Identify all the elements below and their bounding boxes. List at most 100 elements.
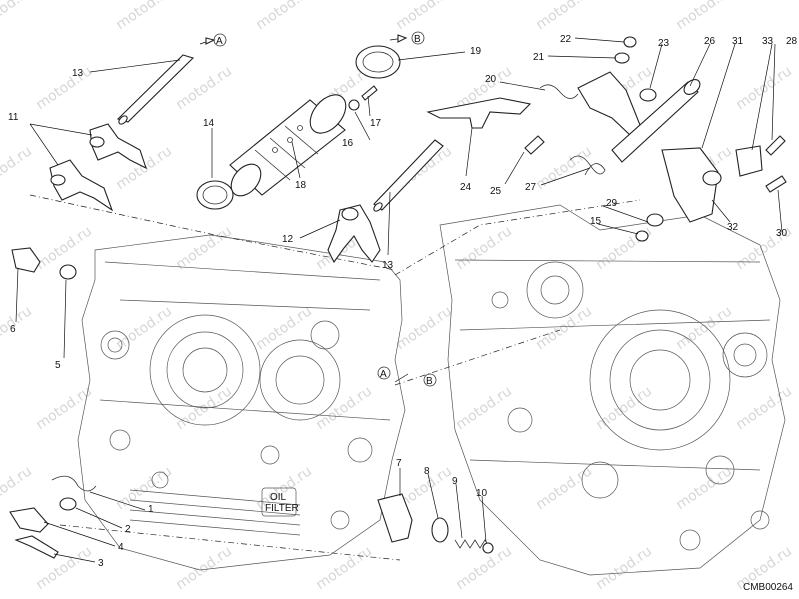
callout-13-lower: 13 xyxy=(382,260,394,271)
washer-8 xyxy=(431,517,449,543)
watermark-text: motod.ru xyxy=(313,543,375,593)
shift-forks xyxy=(49,123,147,212)
watermark-text: motod.ru xyxy=(0,463,35,513)
watermark-text: motod.ru xyxy=(673,0,735,33)
callout-28: 28 xyxy=(786,36,798,47)
callout-23: 23 xyxy=(658,38,670,49)
watermark-text: motod.ru xyxy=(173,543,235,593)
spring-27 xyxy=(569,155,606,176)
ref-b-mid: B xyxy=(426,376,433,387)
bracket-33 xyxy=(735,145,763,177)
watermark-text: motod.ru xyxy=(453,383,515,433)
callout-12: 12 xyxy=(282,234,294,245)
shift-lever-24 xyxy=(426,97,532,129)
watermark-text: motod.ru xyxy=(173,223,235,273)
callout-26: 26 xyxy=(704,36,716,47)
filter-label: FILTER xyxy=(265,503,299,514)
callout-24: 24 xyxy=(460,182,472,193)
watermark-text: motod.ru xyxy=(113,0,175,33)
watermark-text: motod.ru xyxy=(533,0,595,33)
watermark-text: motod.ru xyxy=(593,543,655,593)
washer-29b xyxy=(646,213,664,227)
screw-3 xyxy=(14,535,59,559)
neutral-sensor-6 xyxy=(11,247,41,273)
watermark-text: motod.ru xyxy=(733,63,795,113)
watermark-text: motod.ru xyxy=(0,303,35,353)
pin-17 xyxy=(361,85,378,101)
watermark-text: motod.ru xyxy=(113,463,175,513)
spring-1 xyxy=(51,475,97,492)
washer-16 xyxy=(348,99,360,111)
watermark-text: motod.ru xyxy=(673,303,735,353)
watermark-text: motod.ru xyxy=(113,303,175,353)
watermark-text: motod.ru xyxy=(593,383,655,433)
callout-9: 9 xyxy=(452,476,458,487)
spring-9 xyxy=(454,539,491,549)
callout-10: 10 xyxy=(476,488,488,499)
right-crankcase xyxy=(439,204,786,576)
callout-21: 21 xyxy=(533,52,545,63)
ref-a-mid: A xyxy=(380,369,387,380)
washer-29 xyxy=(702,170,722,186)
watermark-text: motod.ru xyxy=(673,463,735,513)
callout-17: 17 xyxy=(370,118,382,129)
watermark-text: motod.ru xyxy=(0,0,35,33)
watermark-text: motod.ru xyxy=(393,0,455,33)
ref-a-top: A xyxy=(216,36,223,47)
callout-1: 1 xyxy=(148,504,154,515)
watermark-text: motod.ru xyxy=(253,0,315,33)
watermark-text: motod.ru xyxy=(453,223,515,273)
drawing-code: CMB00264 xyxy=(742,582,793,593)
callout-14: 14 xyxy=(203,118,215,129)
watermark-text: motod.ru xyxy=(533,463,595,513)
circlip-15 xyxy=(635,230,649,242)
callout-15: 15 xyxy=(590,216,602,227)
oil-label: OIL xyxy=(270,492,287,503)
callout-20: 20 xyxy=(485,74,497,85)
shift-fork-rod-upper xyxy=(116,54,195,125)
washer-5 xyxy=(59,264,77,280)
spring-20 xyxy=(539,84,579,99)
screw-28 xyxy=(765,135,786,156)
callout-18: 18 xyxy=(295,180,307,191)
watermark-text: motod.ru xyxy=(733,383,795,433)
bushing-23 xyxy=(639,88,657,102)
callout-22: 22 xyxy=(560,34,572,45)
callout-13-upper: 13 xyxy=(72,68,84,79)
watermark-text: motod.ru xyxy=(533,303,595,353)
callout-30: 30 xyxy=(776,228,788,239)
bearing-ring-14 xyxy=(196,180,234,210)
callout-29: 29 xyxy=(606,198,618,209)
assembly-axes xyxy=(29,194,641,561)
callout-32: 32 xyxy=(727,222,739,233)
circlip-22 xyxy=(623,36,637,48)
gearshift-shaft-26 xyxy=(611,79,701,163)
washer-2 xyxy=(59,497,77,511)
callout-25: 25 xyxy=(490,186,502,197)
leader-lines xyxy=(15,37,783,563)
ratchet-plate-31 xyxy=(661,147,719,223)
detent-bolt-7 xyxy=(377,493,413,543)
watermark-text: motod.ru xyxy=(173,63,235,113)
callout-5: 5 xyxy=(55,360,61,371)
callout-2: 2 xyxy=(125,524,131,535)
callout-3: 3 xyxy=(98,558,104,569)
watermark-text: motod.ru xyxy=(0,143,35,193)
watermark-text: motod.ru xyxy=(313,383,375,433)
reference-arrows: A B A B xyxy=(199,31,437,387)
callout-numbers: 13 11 14 18 16 17 19 12 13 24 25 20 21 2… xyxy=(8,34,798,569)
callout-33: 33 xyxy=(762,36,774,47)
bearing-ring-19 xyxy=(355,45,401,79)
shift-fork-center xyxy=(327,204,381,264)
left-crankcase: OIL FILTER xyxy=(77,234,406,571)
callout-31: 31 xyxy=(732,36,744,47)
shift-fork-rod-lower xyxy=(373,139,444,212)
detent-ball-10 xyxy=(482,542,494,554)
lever-4 xyxy=(9,507,49,533)
bolt-25 xyxy=(524,135,545,155)
watermark-text: motod.ru xyxy=(533,143,595,193)
watermark-text: motod.ru xyxy=(393,303,455,353)
watermark-text: motod.ru xyxy=(253,303,315,353)
callout-16: 16 xyxy=(342,138,354,149)
